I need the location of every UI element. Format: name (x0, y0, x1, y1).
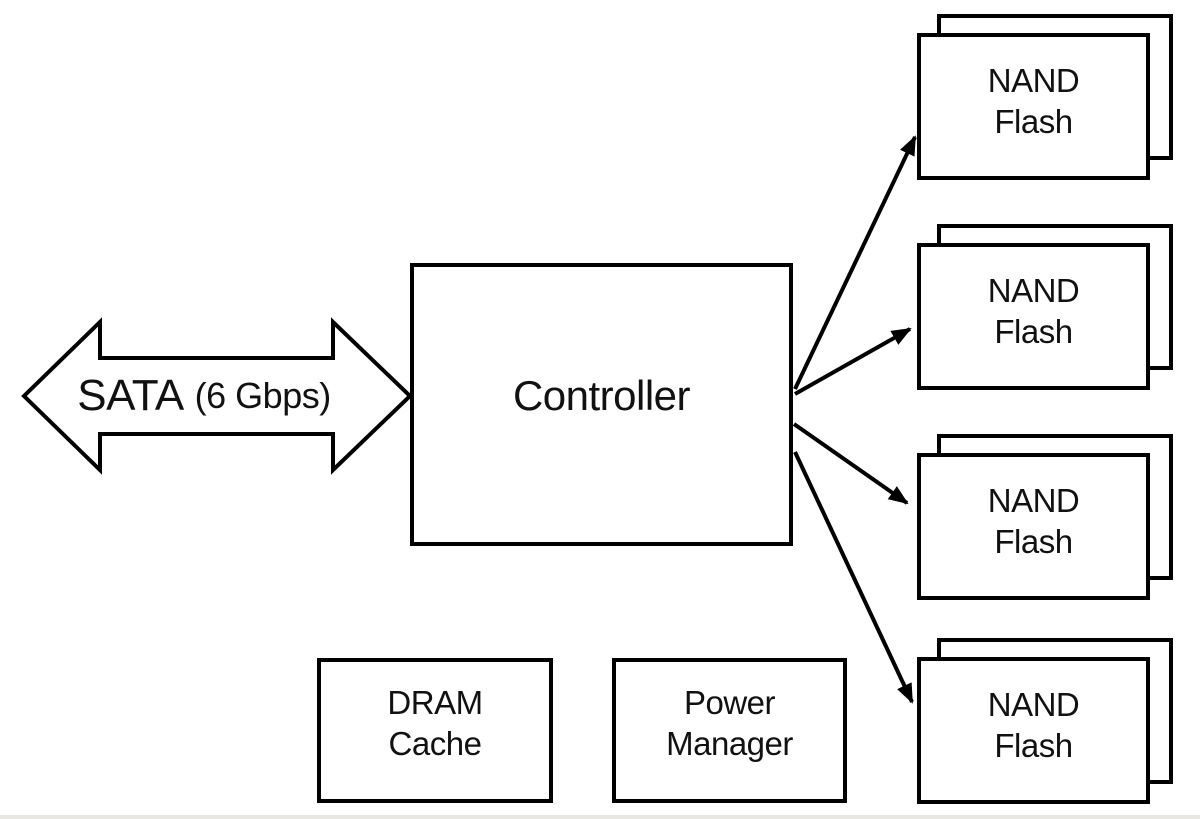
dram-cache-box: DRAM Cache (317, 658, 553, 803)
nand-flash-group-2: NAND Flash (917, 224, 1173, 390)
dram-cache-label: DRAM Cache (321, 662, 549, 799)
nand-flash-label: NAND Flash (921, 37, 1146, 176)
dram-cache-label-line2: Cache (388, 724, 482, 762)
controller-to-nand2-arrow (794, 327, 912, 396)
power-manager-label-line2: Manager (666, 724, 793, 762)
nand-flash-label: NAND Flash (921, 247, 1146, 386)
sata-label-main: SATA (77, 371, 184, 420)
dram-cache-label-line1: DRAM (387, 683, 483, 721)
power-manager-label-line1: Power (683, 683, 776, 721)
nand-flash-label: NAND Flash (921, 661, 1146, 800)
nand-flash-group-4: NAND Flash (917, 638, 1173, 804)
nand-flash-box: NAND Flash (917, 453, 1150, 600)
nand-flash-label-line1: NAND (987, 61, 1080, 99)
nand-flash-label-line1: NAND (987, 271, 1080, 309)
power-manager-box: Power Manager (612, 658, 847, 803)
controller-label: Controller (512, 372, 691, 420)
nand-flash-box: NAND Flash (917, 657, 1150, 804)
nand-flash-group-3: NAND Flash (917, 434, 1173, 600)
nand-flash-box: NAND Flash (917, 33, 1150, 180)
nand-flash-label-line2: Flash (994, 312, 1073, 350)
page-bottom-rule (0, 815, 1200, 819)
controller-to-nand1-arrow (793, 135, 917, 390)
nand-flash-label-line2: Flash (994, 102, 1073, 140)
sata-arrow-label: SATA (6 Gbps) (24, 358, 410, 434)
nand-flash-group-1: NAND Flash (917, 14, 1173, 180)
nand-flash-box: NAND Flash (917, 243, 1150, 390)
nand-flash-label-line2: Flash (994, 522, 1073, 560)
controller-box: Controller (410, 263, 793, 546)
controller-to-nand3-arrow (792, 422, 909, 505)
sata-label-detail: (6 Gbps) (194, 375, 332, 416)
nand-flash-label-line2: Flash (994, 726, 1073, 764)
power-manager-label: Power Manager (616, 662, 843, 799)
nand-flash-label-line1: NAND (987, 481, 1080, 519)
nand-flash-label-line1: NAND (987, 685, 1080, 723)
nand-flash-label: NAND Flash (921, 457, 1146, 596)
